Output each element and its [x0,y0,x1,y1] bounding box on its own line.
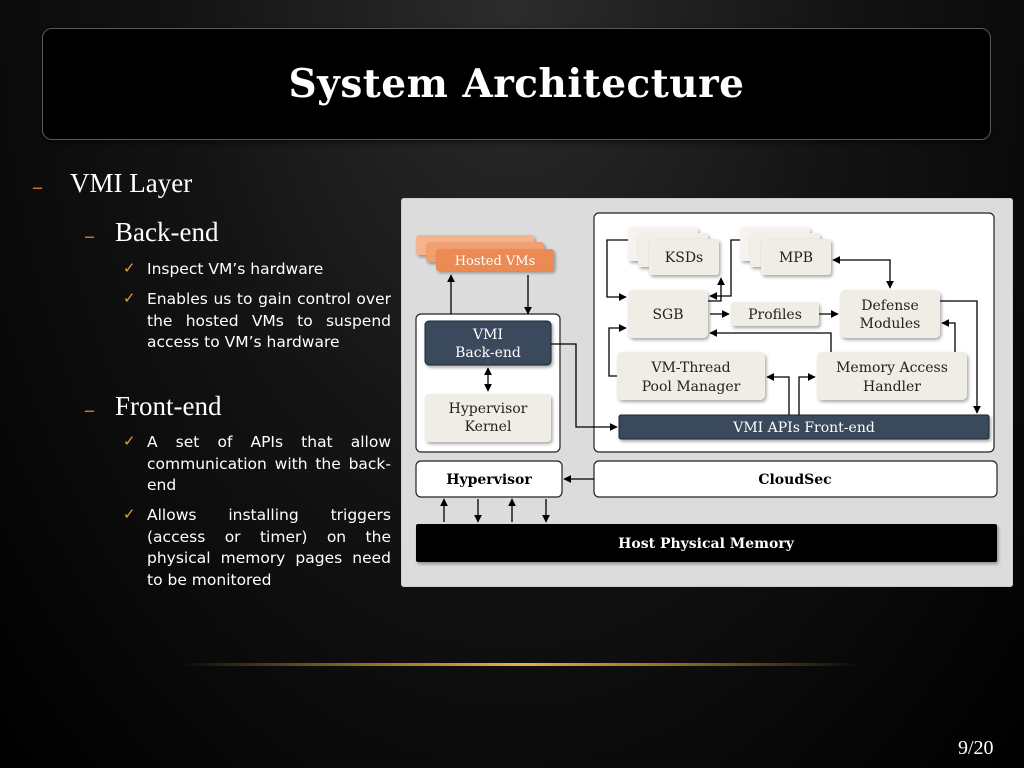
slide-title: System Architecture [288,61,745,107]
ksds-label: KSDs [665,250,703,266]
bullet-backend-item-2: Enables us to gain control over the host… [147,290,391,351]
mpb-node [761,239,831,275]
cloudsec-node: CloudSec [593,460,998,498]
check-icon: ✓ [123,505,136,523]
sgb-node: SGB [628,290,708,338]
hypervisor-node: Hypervisor [415,460,563,498]
cloudsec-label: CloudSec [758,472,831,488]
check-icon: ✓ [123,259,136,277]
memory-access-handler-node: Memory Access Handler [817,352,967,400]
vmthread-label-2: Pool Manager [642,379,741,395]
host-physical-memory-node: Host Physical Memory [416,524,997,562]
bullet-frontend-heading: Front-end [115,391,222,421]
hosted-vms-stack: Hosted VMs [416,235,554,271]
bullet-frontend-item-1: A set of APIs that allow communication w… [147,433,391,494]
mpb-label: MPB [779,250,813,266]
defense-modules-node: Defense Modules [840,290,940,338]
memaccess-label-1: Memory Access [836,360,948,376]
bullet-vmi-layer: VMI Layer [70,168,193,198]
bullet-frontend-item-2: Allows installing triggers (access or ti… [147,506,391,589]
defense-label-1: Defense [861,298,918,314]
hypervisor-label: Hypervisor [446,472,532,488]
defense-label-2: Modules [860,316,921,332]
diagram-arrows [440,239,981,523]
host-memory-label: Host Physical Memory [618,536,795,552]
vmi-backend-node: VMI Back-end [424,320,552,366]
architecture-diagram: Hosted VMs VMI Back-end Hypervisor Kerne… [401,198,1013,587]
bullet-dash-vmi-layer: – [32,175,43,200]
decorative-glow-line [180,663,860,666]
sgb-label: SGB [652,307,683,323]
profiles-label: Profiles [748,307,802,323]
hosted-vms-label: Hosted VMs [455,254,536,269]
vmi-frontend-label: VMI APIs Front-end [732,420,875,436]
hosted-vms-node [436,249,554,271]
page-number: 9/20 [958,737,994,759]
profiles-node: Profiles [731,302,819,326]
bullet-dash-frontend: – [84,398,95,423]
vmthread-label-1: VM-Thread [650,360,730,376]
check-icon: ✓ [123,289,136,307]
hypervisor-kernel-label-1: Hypervisor [449,401,528,417]
hypervisor-kernel-label-2: Kernel [465,419,512,435]
hypervisor-kernel-node: Hypervisor Kernel [425,394,551,442]
memaccess-label-2: Handler [863,379,921,395]
ksds-stack: KSDs [628,227,719,275]
vmi-backend-label-1: VMI [472,327,503,343]
bullet-dash-backend: – [84,224,95,249]
mpb-stack: MPB [740,227,831,275]
ksds-node [649,239,719,275]
vmi-apis-frontend-node: VMI APIs Front-end [618,414,990,440]
bullet-backend-heading: Back-end [115,217,219,247]
vm-thread-pool-manager-node: VM-Thread Pool Manager [617,352,765,400]
bullet-backend-item-1: Inspect VM’s hardware [147,260,324,278]
title-box: System Architecture [42,28,991,140]
check-icon: ✓ [123,432,136,450]
vmi-backend-label-2: Back-end [455,345,521,361]
